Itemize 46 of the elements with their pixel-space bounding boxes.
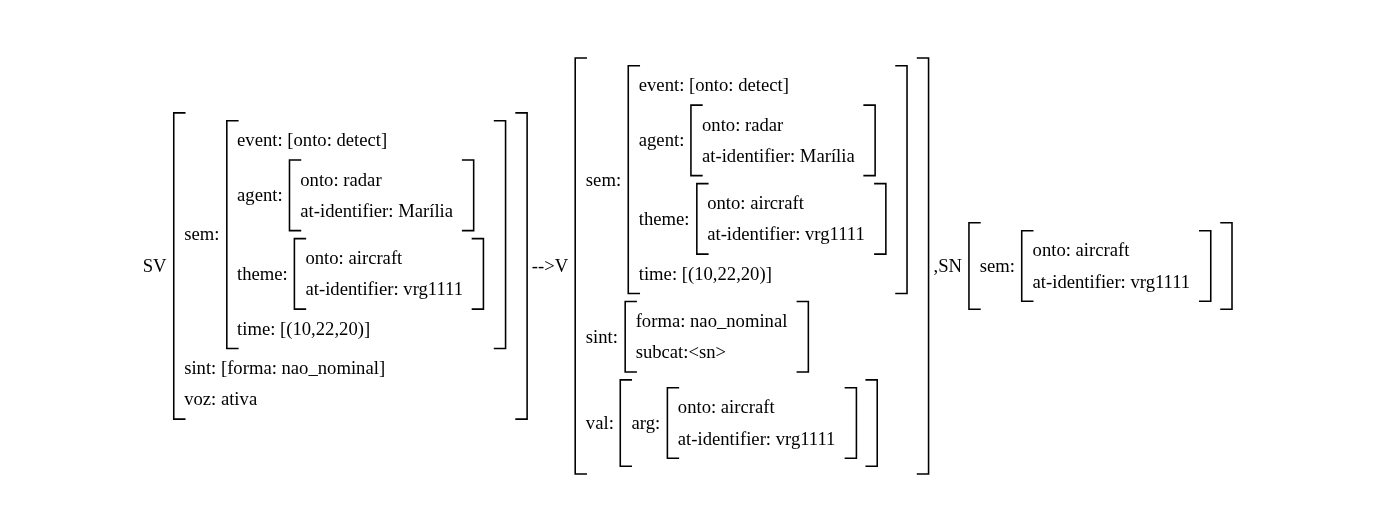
feature-text: sem: bbox=[979, 254, 1015, 278]
feature-text: at-identifier: Marília bbox=[300, 199, 454, 223]
feature-text: onto: aircraft bbox=[677, 395, 775, 420]
feature-matrix bbox=[225, 119, 507, 350]
feature-text: at-identifier: vrg1111 bbox=[707, 222, 865, 247]
feature-text: sem: bbox=[184, 222, 220, 247]
feature-matrix bbox=[619, 378, 879, 468]
feature-text: onto: radar bbox=[702, 112, 784, 137]
feature-text: val: bbox=[585, 411, 614, 435]
feature-text: sint: [forma: nao_nominal] bbox=[184, 356, 386, 380]
feature-text: agent: bbox=[237, 183, 283, 208]
feature-text: theme: bbox=[638, 207, 690, 231]
feature-text: sem: bbox=[585, 167, 622, 192]
feature-matrix bbox=[288, 159, 475, 232]
feature-matrix bbox=[1020, 229, 1212, 303]
feature-text: sint: bbox=[585, 324, 618, 349]
feature-text: at-identifier: vrg1111 bbox=[305, 277, 464, 302]
feature-matrix bbox=[293, 237, 485, 311]
feature-text: voz: ativa bbox=[184, 387, 258, 412]
feature-text: onto: aircraft bbox=[305, 246, 403, 270]
feature-text: at-identifier: vrg1111 bbox=[677, 426, 836, 451]
feature-text: subcat:<sn> bbox=[635, 340, 727, 365]
matrix-heading: SV bbox=[142, 255, 167, 277]
feature-text: at-identifier: vrg1111 bbox=[1032, 269, 1191, 294]
feature-text: time: [(10,22,20)] bbox=[237, 317, 371, 341]
feature-text: theme: bbox=[237, 262, 288, 286]
feature-matrix bbox=[142, 111, 528, 421]
feature-text: onto: radar bbox=[300, 167, 382, 192]
feature-matrix bbox=[666, 386, 858, 460]
matrix-heading: -->V bbox=[531, 255, 569, 277]
feature-matrix bbox=[933, 221, 1234, 311]
feature-matrix bbox=[690, 104, 877, 177]
feature-matrix bbox=[627, 64, 908, 295]
feature-text: onto: aircraft bbox=[707, 191, 804, 215]
matrix-heading: ,SN bbox=[933, 255, 962, 277]
feature-text: agent: bbox=[638, 128, 685, 153]
feature-text: onto: aircraft bbox=[1032, 238, 1130, 263]
feature-text: time: [(10,22,20)] bbox=[638, 262, 772, 286]
feature-text: arg: bbox=[631, 411, 661, 435]
feature-text: forma: nao_nominal bbox=[635, 309, 788, 333]
feature-matrix bbox=[623, 300, 809, 373]
feature-text: at-identifier: Marília bbox=[702, 144, 855, 168]
feature-matrix bbox=[531, 56, 930, 476]
feature-text: event: [onto: detect] bbox=[638, 73, 789, 98]
feature-matrix bbox=[695, 182, 887, 256]
feature-text: event: [onto: detect] bbox=[237, 128, 388, 153]
